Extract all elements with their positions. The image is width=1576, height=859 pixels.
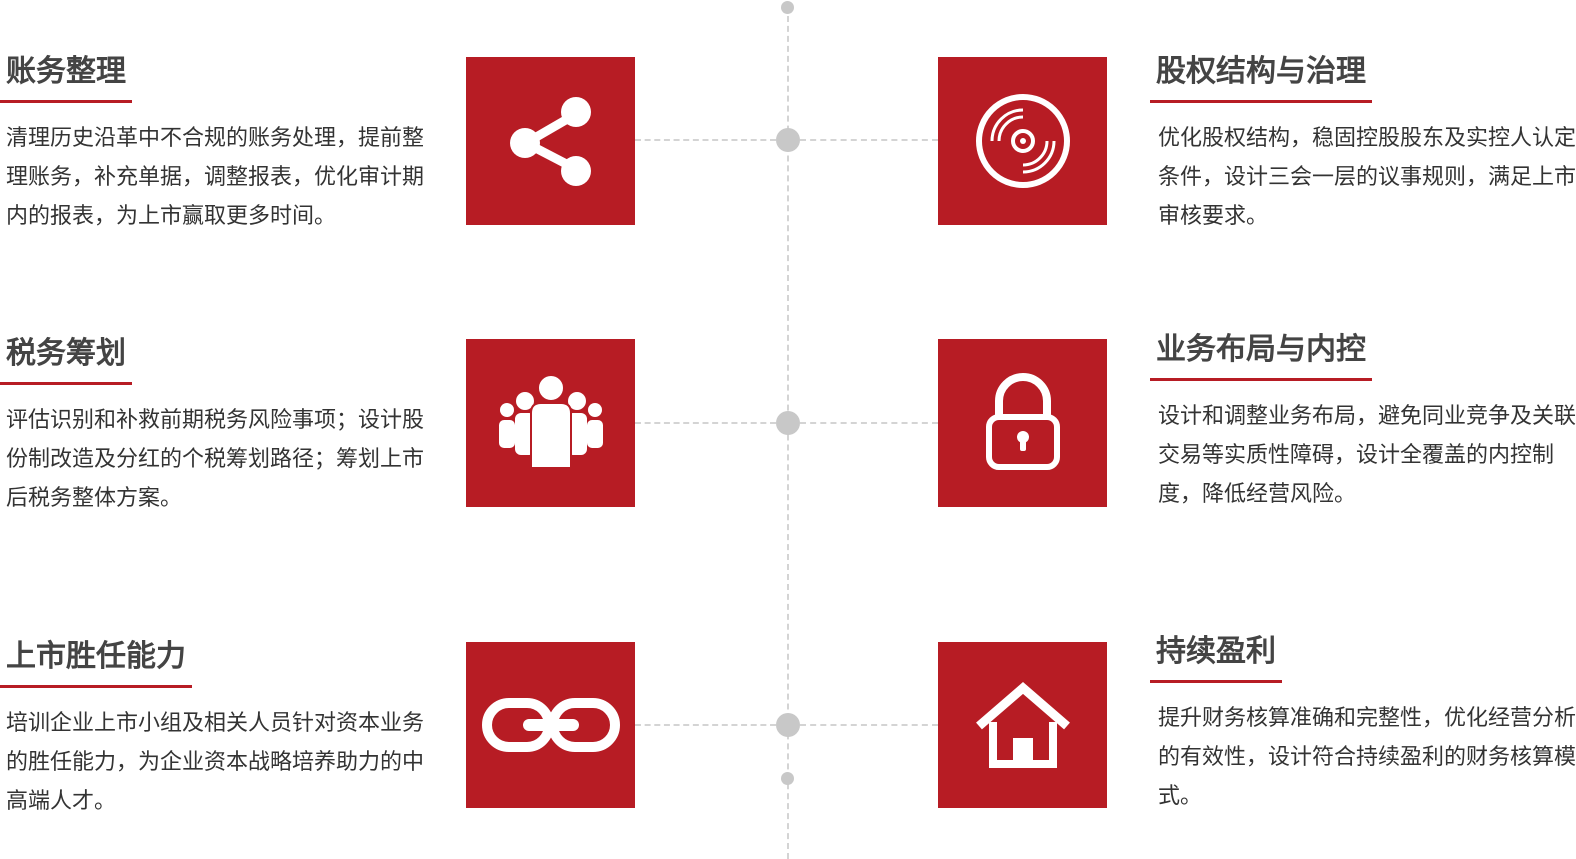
item-title-business: 业务布局与内控 (1150, 330, 1372, 381)
item-desc-tax: 评估识别和补救前期税务风险事项；设计股份制改造及分红的个税筹划路径；筹划上市后税… (6, 408, 425, 511)
item-tax: 税务筹划 评估识别和补救前期税务风险事项；设计股份制改造及分红的个税筹划路径；筹… (0, 334, 430, 518)
connector-right-3 (800, 724, 938, 726)
disc-icon (975, 94, 1070, 188)
item-capability: 上市胜任能力 培训企业上市小组及相关人员针对资本业务的胜任能力，为企业资本战略培… (0, 637, 430, 821)
item-desc-equity: 优化股权结构，稳固控股股东及实控人认定条件，设计三会一层的议事规则，满足上市审核… (1158, 126, 1576, 229)
connector-left-3 (635, 724, 776, 726)
item-title-accounting: 账务整理 (0, 52, 132, 103)
connector-left-2 (635, 422, 776, 424)
item-title-equity: 股权结构与治理 (1150, 52, 1372, 103)
timeline-top-dot (781, 1, 794, 14)
connector-right-1 (800, 139, 938, 141)
item-accounting: 账务整理 清理历史沿革中不合规的账务处理，提前整理账务，补充单据，调整报表，优化… (0, 52, 430, 236)
timeline-node-3 (776, 713, 800, 737)
item-title-capability: 上市胜任能力 (0, 637, 192, 688)
icon-box-business (938, 339, 1107, 507)
item-desc-profit: 提升财务核算准确和完整性，优化经营分析的有效性，设计符合持续盈利的财务核算模式。 (1158, 706, 1576, 809)
item-equity: 股权结构与治理 优化股权结构，稳固控股股东及实控人认定条件，设计三会一层的议事规… (1150, 52, 1576, 236)
house-icon (975, 682, 1070, 768)
connector-left-1 (635, 139, 776, 141)
timeline-bottom-dot (781, 772, 794, 785)
item-desc-accounting: 清理历史沿革中不合规的账务处理，提前整理账务，补充单据，调整报表，优化审计期内的… (6, 126, 425, 229)
padlock-icon (985, 373, 1060, 470)
item-title-profit: 持续盈利 (1150, 632, 1282, 683)
timeline-node-1 (776, 128, 800, 152)
share-icon (509, 97, 591, 186)
icon-box-tax (466, 339, 635, 507)
icon-box-capability (466, 642, 635, 808)
people-group-icon (498, 374, 603, 469)
connector-right-2 (800, 422, 938, 424)
item-profit: 持续盈利 提升财务核算准确和完整性，优化经营分析的有效性，设计符合持续盈利的财务… (1150, 632, 1576, 816)
item-title-tax: 税务筹划 (0, 334, 132, 385)
icon-box-accounting (466, 57, 635, 225)
item-desc-business: 设计和调整业务布局，避免同业竞争及关联交易等实质性障碍，设计全覆盖的内控制度，降… (1158, 404, 1576, 507)
item-business: 业务布局与内控 设计和调整业务布局，避免同业竞争及关联交易等实质性障碍，设计全覆… (1150, 330, 1576, 514)
chain-link-icon (481, 698, 620, 752)
icon-box-profit (938, 642, 1107, 808)
icon-box-equity (938, 57, 1107, 225)
item-desc-capability: 培训企业上市小组及相关人员针对资本业务的胜任能力，为企业资本战略培养助力的中高端… (6, 711, 425, 814)
timeline-node-2 (776, 411, 800, 435)
